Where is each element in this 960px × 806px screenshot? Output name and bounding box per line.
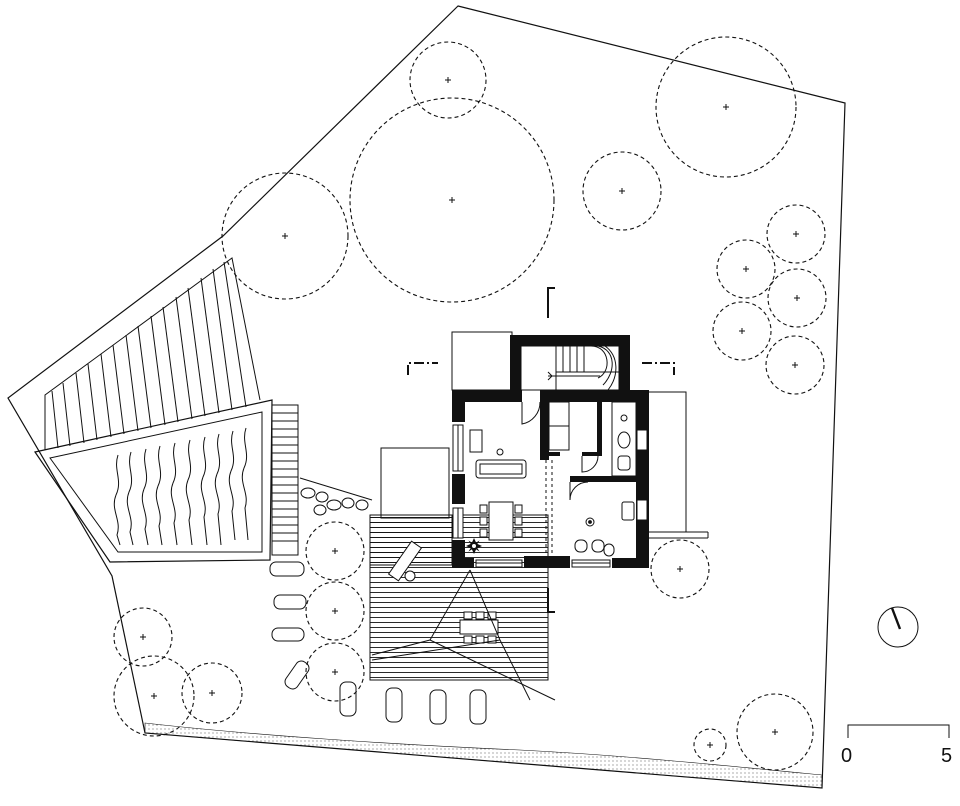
terraced-garden [44, 257, 261, 450]
tree [650, 539, 710, 599]
tree [716, 239, 776, 299]
scale-start-label: 0 [841, 745, 852, 767]
scale-bar: 0 5 [841, 724, 952, 767]
tree [349, 97, 555, 303]
tree [221, 172, 349, 300]
tree [693, 728, 727, 762]
tree [305, 521, 365, 581]
tree [712, 301, 772, 361]
shed [380, 447, 450, 519]
boundary-hedge-strip [144, 722, 823, 789]
tree [736, 693, 814, 771]
section-markers [407, 287, 675, 613]
sun-lounger [387, 540, 423, 582]
tree [181, 662, 243, 724]
tree [765, 335, 825, 395]
stepping-stones [269, 477, 487, 725]
sight-lines [371, 569, 556, 701]
vegetable-bed [34, 399, 273, 563]
tree [305, 642, 365, 702]
sofa [469, 429, 527, 479]
property-boundary [7, 5, 846, 789]
staircase [520, 345, 620, 391]
north-arrow-icon [877, 606, 919, 648]
tree [655, 36, 797, 178]
trees [113, 36, 827, 771]
tree [409, 41, 487, 119]
terrace-deck [369, 514, 549, 681]
tree [767, 268, 827, 328]
fireplace-icon [466, 538, 482, 554]
outdoor-table [459, 611, 499, 644]
house [451, 331, 709, 568]
scale-end-label: 5 [941, 745, 952, 767]
tree [113, 655, 195, 737]
armchairs [574, 501, 635, 557]
tree [582, 151, 662, 231]
dining-table [479, 501, 523, 541]
tree [113, 607, 173, 667]
garden-steps [271, 404, 299, 556]
tree [305, 581, 365, 641]
tree [766, 204, 826, 264]
